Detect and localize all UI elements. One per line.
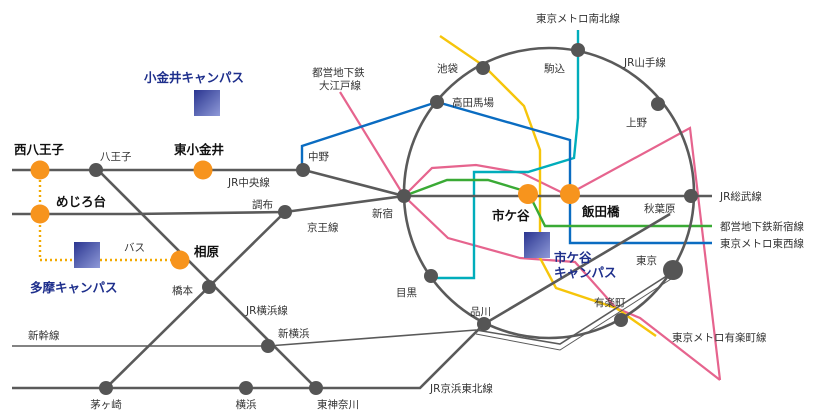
shinkansen-line-2: [475, 271, 683, 351]
shinyokohama-label: 新横浜: [278, 327, 310, 340]
tama-campus-label: 多摩キャンパス: [30, 280, 118, 295]
mejirodai-label: めじろ台: [56, 194, 106, 209]
station-chofu: [278, 205, 292, 219]
chuo-line: [12, 168, 712, 198]
ichigaya-campus-label-1: 市ケ谷: [554, 250, 592, 265]
key-station-ichigaya: [518, 184, 538, 204]
station-higashikanagawa: [309, 381, 323, 395]
takadanobaba-label: 高田馬場: [452, 96, 494, 109]
station-chigasaki: [99, 381, 113, 395]
oedo-line: [339, 91, 721, 381]
chofu-label: 調布: [252, 198, 273, 211]
yurakucho-line-label: 東京メトロ有楽町線: [672, 331, 767, 344]
nishihachioji-label: 西八王子: [14, 142, 65, 157]
station-ikebukuro: [476, 61, 490, 75]
station-yurakucho: [614, 313, 628, 327]
nakano-label: 中野: [308, 150, 329, 163]
shinkansen-line: [12, 269, 677, 347]
station-yokohama: [239, 381, 253, 395]
station-shinjuku: [397, 189, 411, 203]
station-meguro: [424, 269, 438, 283]
yokohama-line: [95, 167, 317, 389]
key-station-aihara: [170, 250, 190, 270]
station-akihabara: [684, 189, 698, 203]
key-station-nishihachioji: [30, 160, 50, 180]
shinjuku-subway-line: [403, 178, 712, 228]
ueno-label: 上野: [626, 117, 647, 129]
shinjuku-label: 新宿: [372, 207, 393, 220]
yurakucho-line: [439, 35, 657, 337]
sobu-line-label: JR総武線: [719, 190, 762, 203]
station-nakano: [296, 163, 310, 177]
yamanote-loop: [402, 46, 696, 340]
higashikanagawa-label: 東神奈川: [317, 398, 359, 411]
oedo-line-label-1: 都営地下鉄: [312, 66, 365, 79]
ichigaya-campus-square: [524, 232, 550, 258]
keihin-tohoku-line-label: JR京浜東北線: [429, 382, 493, 395]
sagami-line: [105, 211, 286, 389]
yokohama-line-label: JR横浜線: [245, 304, 288, 317]
tozai-line: [300, 100, 712, 245]
station-tokyo: [663, 260, 683, 280]
station-hashimoto: [202, 280, 216, 294]
nanboku-line: [434, 30, 580, 280]
tozai-line-label: 東京メトロ東西線: [720, 237, 804, 250]
bus-label: バス: [124, 242, 145, 254]
hachioji-label: 八王子: [100, 151, 132, 163]
tokyo-label: 東京: [636, 254, 657, 267]
akihabara-label: 秋葉原: [644, 202, 676, 215]
tokaido-line: [12, 212, 671, 390]
ichigaya-label: 市ケ谷: [492, 208, 530, 223]
station-shinyokohama: [261, 339, 275, 353]
koganei-campus-square: [194, 90, 220, 116]
yokohama-label: 横浜: [236, 398, 257, 411]
oedo-line-label: 都営地下鉄 大江戸線: [312, 66, 368, 92]
hashimoto-label: 橋本: [172, 284, 193, 297]
key-station-mejirodai: [30, 204, 50, 224]
iidabashi-label: 飯田橋: [581, 204, 620, 219]
station-ueno: [651, 97, 665, 111]
chigasaki-label: 茅ヶ崎: [90, 398, 122, 411]
station-komagome: [571, 43, 585, 57]
yurakucho-label: 有楽町: [594, 296, 626, 309]
keio-line: [12, 194, 405, 216]
komagome-label: 駒込: [544, 63, 565, 75]
aihara-label: 相原: [194, 244, 220, 259]
oedo-line-label-2: 大江戸線: [319, 79, 361, 92]
shinkansen-line-label: 新幹線: [28, 329, 60, 342]
chuo-line-label: JR中央線: [227, 176, 270, 189]
station-takadanobaba: [430, 95, 444, 109]
higashikoganei-label: 東小金井: [174, 142, 225, 157]
key-station-iidabashi: [560, 184, 580, 204]
ichigaya-campus-label-2: キャンパス: [554, 265, 617, 280]
toei-shinjuku-line-label: 都営地下鉄新宿線: [720, 220, 804, 233]
keio-line-label: 京王線: [307, 221, 339, 234]
ikebukuro-label: 池袋: [437, 62, 458, 75]
shinagawa-label: 品川: [470, 306, 491, 318]
meguro-label: 目黒: [396, 287, 417, 299]
koganei-campus-label: 小金井キャンパス: [143, 70, 244, 85]
yamanote-line-label: JR山手線: [623, 56, 666, 69]
station-hachioji: [89, 163, 103, 177]
nanboku-line-label: 東京メトロ南北線: [536, 12, 620, 25]
key-station-higashikoganei: [193, 160, 213, 180]
tama-campus-square: [74, 242, 100, 268]
station-shinagawa: [477, 317, 491, 331]
